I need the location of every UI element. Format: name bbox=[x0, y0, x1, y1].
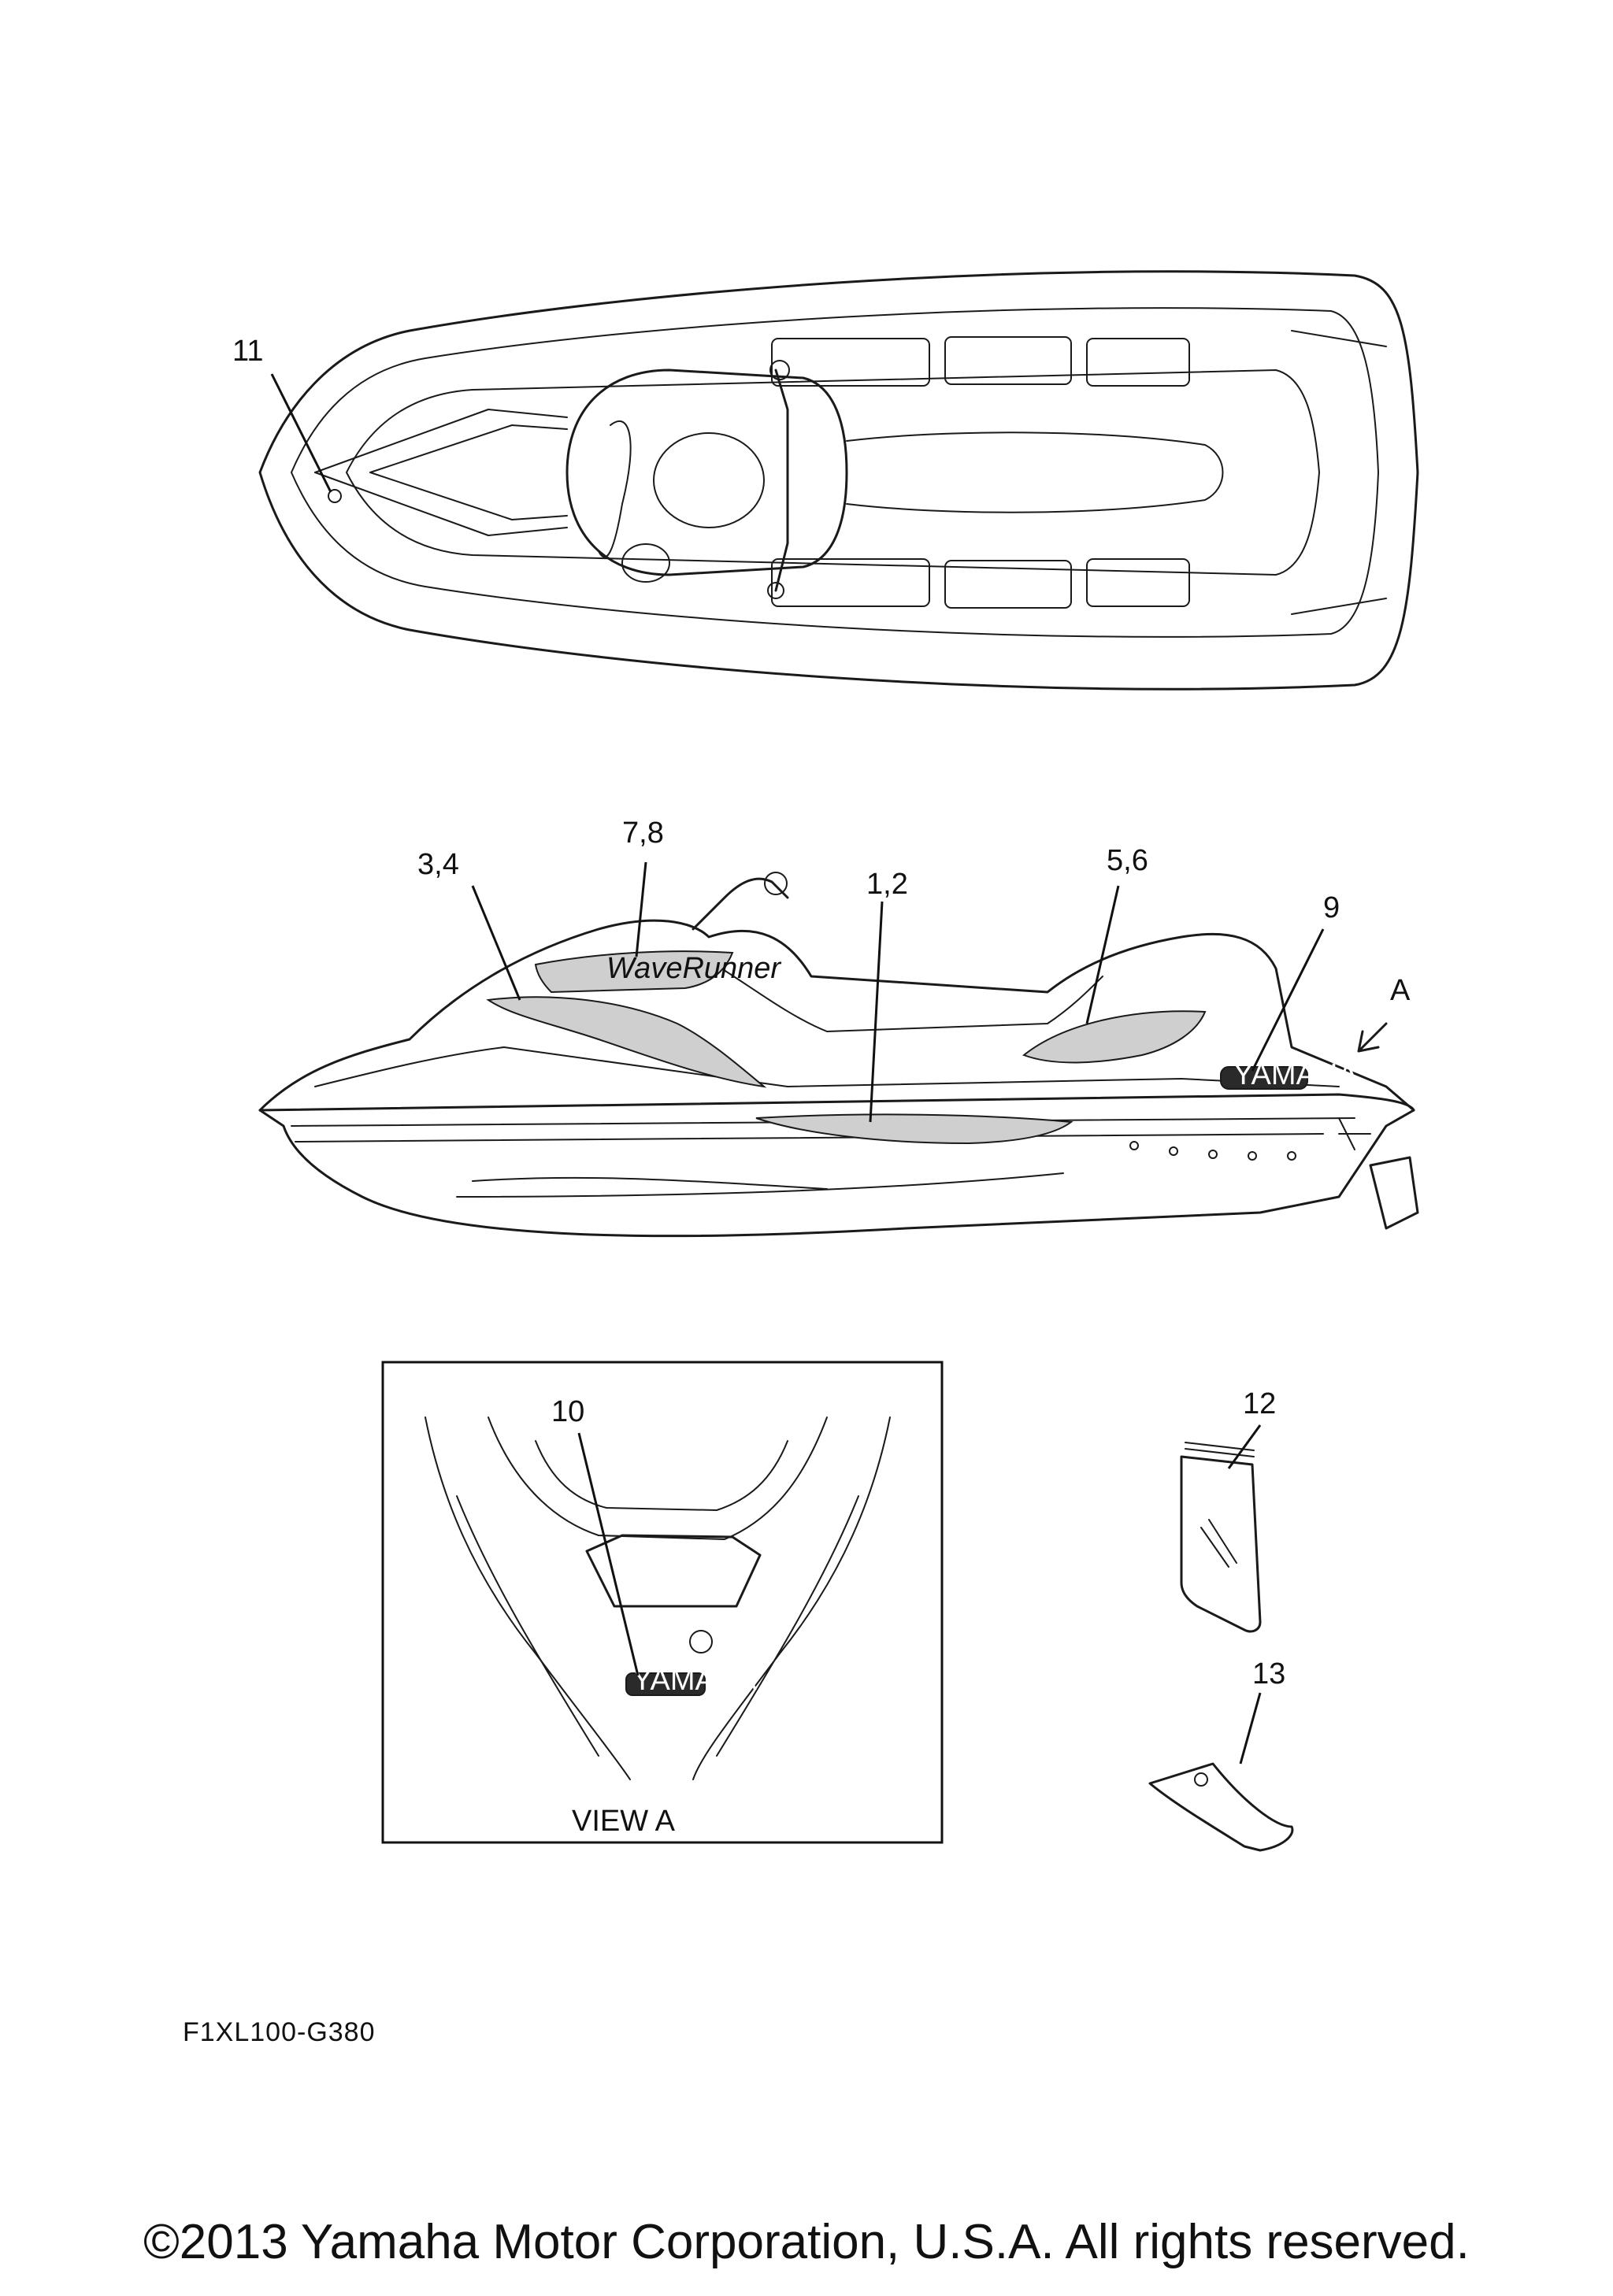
item-13-case bbox=[1148, 1692, 1294, 1852]
callout-7-8: 7,8 bbox=[622, 817, 664, 850]
view-a-label: VIEW A bbox=[572, 1805, 676, 1838]
callout-11: 11 bbox=[232, 335, 263, 368]
callout-5-6: 5,6 bbox=[1107, 844, 1148, 877]
callout-1-2: 1,2 bbox=[866, 868, 908, 901]
callout-3-4: 3,4 bbox=[417, 848, 459, 881]
yamaha-rear-decal: YAMAHA bbox=[632, 1664, 757, 1697]
callout-9: 9 bbox=[1323, 891, 1340, 924]
view-a-panel: YAMAHA bbox=[381, 1361, 944, 1844]
callout-12: 12 bbox=[1243, 1387, 1276, 1420]
callout-view-a-arrow: A bbox=[1390, 974, 1411, 1007]
side-view-watercraft: WaveRunner YAMAHA bbox=[258, 861, 1419, 1238]
callout-13: 13 bbox=[1252, 1657, 1285, 1691]
diagram-code: F1XL100-G380 bbox=[183, 2017, 376, 2047]
model-script-decal: WaveRunner bbox=[606, 952, 781, 985]
yamaha-side-decal: YAMAHA bbox=[1233, 1058, 1358, 1091]
top-view-watercraft bbox=[258, 270, 1419, 691]
item-12-pouch bbox=[1180, 1424, 1262, 1633]
bow-decal-marker bbox=[328, 489, 342, 503]
callout-10: 10 bbox=[551, 1395, 584, 1428]
copyright-footer: ©2013 Yamaha Motor Corporation, U.S.A. A… bbox=[143, 2215, 1470, 2269]
